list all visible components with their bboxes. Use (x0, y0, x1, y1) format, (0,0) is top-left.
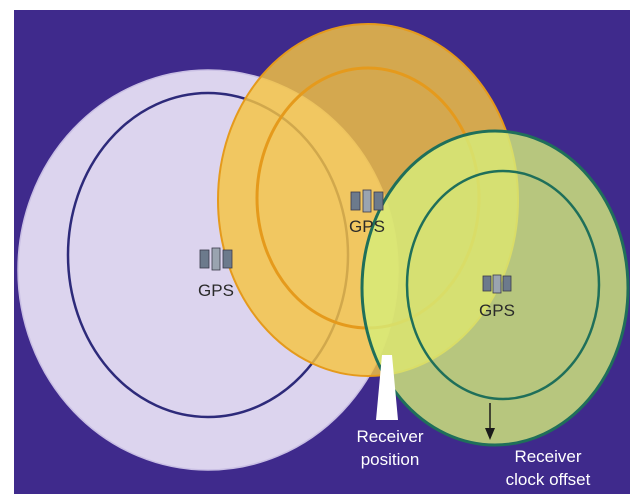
satellite-label-right: GPS (479, 301, 515, 320)
range-circle-right-inner (405, 169, 601, 401)
satellite-label-center: GPS (349, 217, 385, 236)
receiver-position-label-line2: position (361, 450, 420, 469)
clock-offset-arrow-head (485, 428, 495, 440)
satellite-label-left: GPS (198, 281, 234, 300)
receiver-clock-offset-label-line2: clock offset (506, 470, 591, 489)
receiver-clock-offset-label-line1: Receiver (514, 447, 581, 466)
receiver-position-label-line1: Receiver (356, 427, 423, 446)
satellite-icon (350, 189, 384, 213)
satellite-icon (199, 247, 233, 271)
satellite-icon (482, 274, 512, 294)
receiver-position-marker (376, 355, 398, 420)
